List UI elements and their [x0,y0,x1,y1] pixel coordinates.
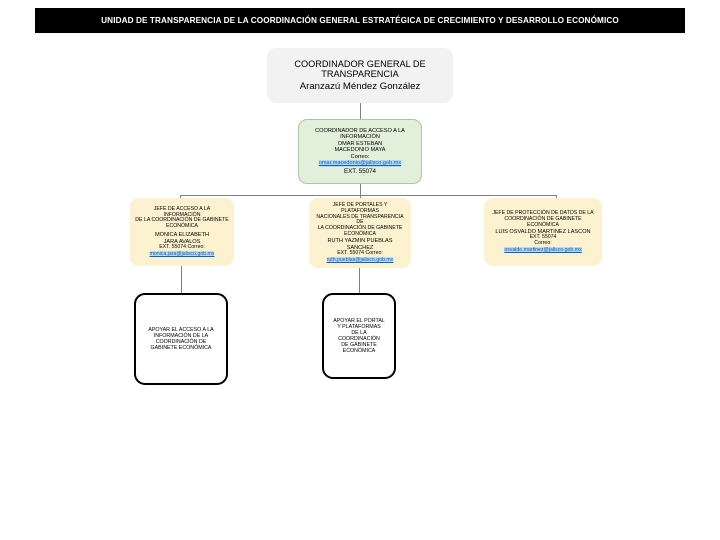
node-jefe-acceso-informacion[interactable]: JEFE DE ACCESO A LA INFORMACIÓN DE LA CO… [130,198,234,266]
jefe-portales-line-4: ECONÓMICA [344,231,376,238]
connector-jefe-acceso-to-apoyo [181,266,182,293]
connector-horizontal-bus [180,195,556,196]
jefe-datos-line-1: JEFE DE PROTECCIÓN DE DATOS DE LA [492,209,594,216]
jefe-portales-name-2: SANCHEZ [346,244,374,251]
node-coordinador-acceso-informacion[interactable]: COORDINADOR DE ACCESO A LA INFORMACIÓN O… [298,119,422,184]
jefe-datos-name-1: LUIS OSVALDO MARTINEZ LASCON [495,228,591,235]
node-coordinador-general-transparencia[interactable]: COORDINADOR GENERAL DE TRANSPARENCIA Ara… [267,48,453,103]
node-apoyo-portal-plataformas[interactable]: APOYAR EL PORTAL Y PLATAFORMAS DE LA COO… [322,293,396,379]
apoyo-portal-line-4: COORDINACIÓN [338,336,380,342]
jefe-datos-line-2: COORDINACIÓN DE GABINETE [504,215,582,222]
connector-drop-left [180,195,181,198]
header-banner: UNIDAD DE TRANSPARENCIA DE LA COORDINACI… [35,8,685,33]
connector-drop-right [556,195,557,198]
acceso-line-1: COORDINADOR DE ACCESO A LA [315,128,405,135]
apoyo-portal-line-3: DE LA [351,329,367,336]
acceso-name-1: OMAR ESTEBAN [337,140,383,147]
jefe-datos-extension: EXT. 55074 [529,234,557,241]
jefe-portales-email-link[interactable]: ruth.pueblas@jalisco.gob.mx [326,257,394,264]
acceso-line-2: INFORMACIÓN [340,134,380,141]
jefe-portales-name-1: RUTH YAZMIN PUEBLAS [327,238,393,245]
jefe-acceso-name-1: MONICA ELIZABETH [154,232,210,239]
apoyo-acceso-line-3: COORDINACIÓN DE [155,339,207,345]
apoyo-acceso-line-4: GABINETE ECONÓMICA [150,345,212,352]
apoyo-acceso-line-2: INFORMACIÓN DE LA [153,332,209,339]
header-banner-title: UNIDAD DE TRANSPARENCIA DE LA COORDINACI… [101,15,619,25]
jefe-acceso-name-2: JARA AVALOS [163,238,201,245]
jefe-datos-correo-label: Correo: [534,240,552,247]
root-person-name: Aranzazú Méndez González [299,81,421,93]
jefe-portales-extension: EXT. 55074 Correo: [337,250,383,257]
jefe-acceso-extension: EXT. 55074 Correo: [159,244,205,251]
jefe-datos-line-3: ECONÓMICA [527,221,559,228]
jefe-acceso-line-2: DE LA COORDINACIÓN DE GABINETE [135,217,229,224]
connector-root-to-coordinator [360,103,361,119]
root-title-line-1: COORDINADOR GENERAL DE [294,58,426,69]
jefe-datos-email-link[interactable]: osvaldo.martinez@jalisco.gob.mx [504,247,582,254]
connector-jefe-portales-to-apoyo [359,268,360,293]
node-apoyo-acceso-informacion[interactable]: APOYAR EL ACCESO A LA INFORMACIÓN DE LA … [134,293,228,385]
connector-coordinator-to-bus [360,184,361,195]
root-title-line-2: TRANSPARENCIA [321,69,399,80]
apoyo-portal-line-1: APOYAR EL PORTAL [333,317,385,324]
jefe-acceso-email-link[interactable]: monica.jara@jalisco.gob.mx [149,251,215,258]
apoyo-portal-line-5: DE GABINETE [341,342,377,349]
jefe-portales-line-2: NACIONALES DE TRANSPARENCIA DE [316,213,404,226]
jefe-portales-line-1: JEFE DE PORTALES Y PLATAFORMAS [332,201,388,214]
jefe-acceso-line-1: JEFE DE ACCESO A LA INFORMACIÓN [153,205,211,218]
apoyo-acceso-line-1: APOYAR EL ACCESO A LA [148,326,214,333]
acceso-name-2: MACEDONIO MAYA [334,147,386,154]
acceso-correo-label: Correo: [350,153,370,160]
node-jefe-portales-plataformas[interactable]: JEFE DE PORTALES Y PLATAFORMAS NACIONALE… [309,198,411,268]
acceso-extension: EXT. 55074 [344,167,376,175]
jefe-portales-line-3: LA COORDINACIÓN DE GABINETE [317,225,403,232]
acceso-email-link[interactable]: omar.macedonio@jalisco.gob.mx [318,160,402,167]
apoyo-portal-line-2: Y PLATAFORMAS [337,323,381,330]
apoyo-portal-line-6: ECONÓMICA [342,348,376,355]
connector-drop-middle [360,195,361,198]
jefe-acceso-line-3: ECONÓMICA [166,223,198,230]
node-jefe-proteccion-datos[interactable]: JEFE DE PROTECCIÓN DE DATOS DE LA COORDI… [484,198,602,266]
